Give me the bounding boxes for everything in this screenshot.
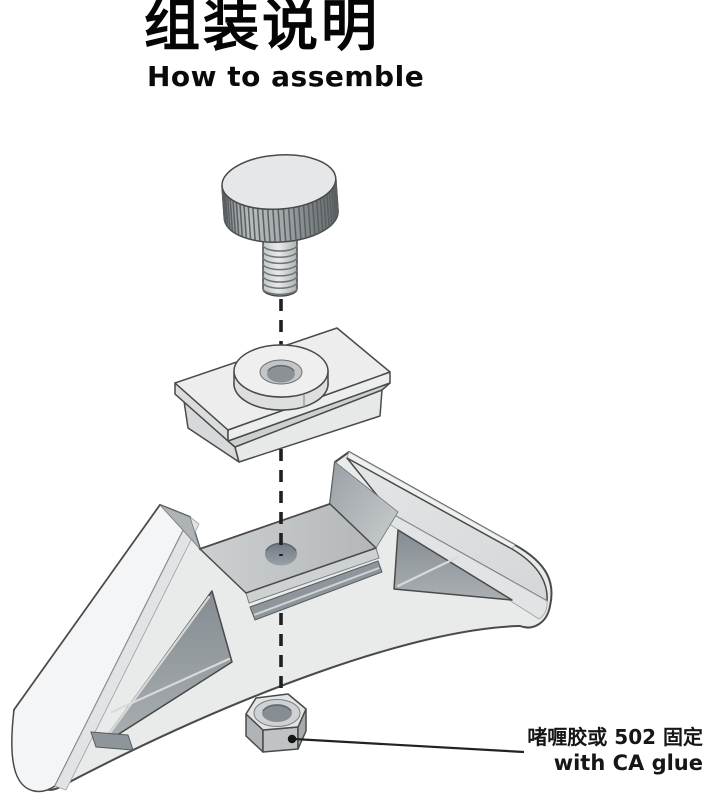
hex-nut-illustration bbox=[245, 693, 307, 753]
thumbscrew-head bbox=[221, 154, 339, 243]
thumbscrew-illustration bbox=[221, 154, 339, 297]
platform-front-slot bbox=[249, 560, 383, 621]
thumbscrew-knurling bbox=[221, 179, 339, 243]
glue-leader-line bbox=[293, 737, 525, 754]
page-subtitle: How to assemble bbox=[147, 60, 425, 93]
bracket-platform bbox=[199, 503, 383, 621]
left-wing-slot bbox=[90, 731, 134, 751]
bracket-right-wing bbox=[329, 451, 548, 620]
thumbscrew-threads bbox=[262, 244, 298, 296]
nut-hole bbox=[262, 704, 292, 722]
glue-leader-dot bbox=[287, 734, 297, 744]
thumbscrew-shaft bbox=[262, 239, 298, 297]
glue-annotation: 啫喱胶或 502 固定 with CA glue bbox=[527, 724, 703, 776]
tnut-plate-illustration bbox=[174, 327, 391, 463]
bracket-left-wing bbox=[10, 504, 233, 793]
washer-illustration bbox=[233, 344, 329, 411]
right-wing-cavity bbox=[393, 529, 513, 601]
washer-hole bbox=[267, 365, 295, 383]
glue-note-en: with CA glue bbox=[553, 751, 703, 775]
glue-note-zh: 啫喱胶或 502 固定 bbox=[527, 725, 703, 749]
page-title: 组装说明 bbox=[144, 0, 380, 59]
